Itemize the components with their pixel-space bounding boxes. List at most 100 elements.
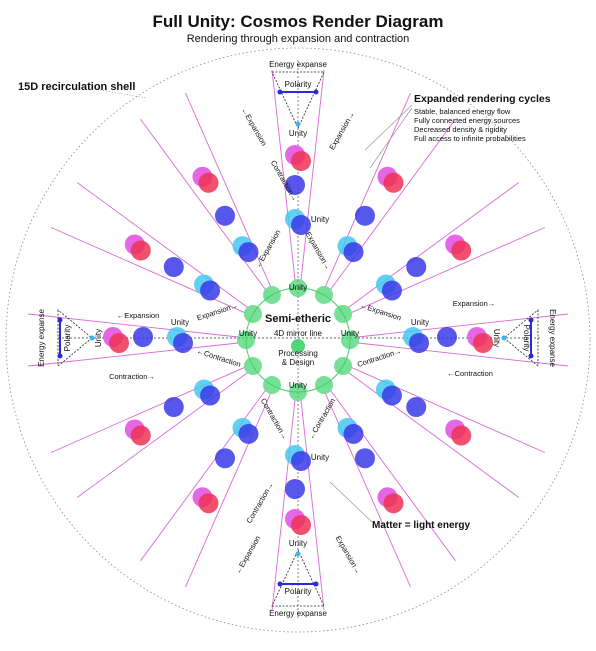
cycles-line-2: Fully connected energy sources <box>414 116 520 125</box>
center-node <box>291 339 305 353</box>
label-expansion: Expansion→ <box>327 110 356 151</box>
polarity-top: Polarity <box>285 80 312 89</box>
energy-node <box>355 205 375 226</box>
ring-unity-right: Unity <box>341 329 359 338</box>
energy-node <box>381 385 402 406</box>
ring-node <box>341 331 359 349</box>
cycles-leader-2 <box>369 107 413 169</box>
polarity-dot <box>528 353 534 359</box>
matter-label: Matter = light energy <box>372 520 471 531</box>
triangle-right: Unity Polarity Energy expanse <box>492 309 557 367</box>
ray-line <box>50 227 245 314</box>
unity-label-right-node: Unity <box>411 318 429 327</box>
ring-node <box>315 376 333 395</box>
energy-node <box>130 240 151 261</box>
ring-unity-bottom: Unity <box>289 381 307 390</box>
energy-node <box>291 515 311 535</box>
label-expansion: ←Expansion <box>359 301 402 323</box>
energy-node <box>198 172 219 193</box>
center-semi-etheric: Semi-etheric <box>265 313 331 325</box>
ring-node <box>243 305 262 323</box>
ray-line <box>351 366 546 453</box>
label-contraction: ←Contraction <box>306 397 337 441</box>
energy-node <box>383 172 404 193</box>
cycles-heading: Expanded rendering cycles <box>414 93 551 105</box>
energy-node <box>133 327 153 347</box>
label-contraction: ←Contraction <box>447 369 493 378</box>
label-expansion: Expansion→ <box>453 299 496 308</box>
ray-line <box>76 182 248 308</box>
label-expansion: ←Expansion <box>233 534 262 575</box>
ray-line <box>357 342 569 367</box>
ray-line <box>27 313 239 338</box>
label-contraction: Contraction→ <box>109 372 155 381</box>
ray-line <box>300 399 325 611</box>
label-expansion: Expansion→ <box>334 534 363 575</box>
unity-right-apex: Unity <box>492 329 501 347</box>
energy-node <box>451 425 472 446</box>
energy-node <box>200 280 221 301</box>
label-contraction: Contraction→ <box>356 346 402 369</box>
ray-line <box>348 372 520 498</box>
unity-left-apex: Unity <box>94 329 103 347</box>
energy-node <box>343 242 364 263</box>
matter-leader <box>329 481 373 523</box>
energy-node <box>215 205 235 226</box>
energy-node <box>130 425 151 446</box>
cycles-line-1: Stable, balanced energy flow <box>414 107 511 116</box>
label-expansion: Expansion→ <box>304 230 333 271</box>
diagram-subtitle: Rendering through expansion and contract… <box>186 33 410 45</box>
energy-node <box>238 423 259 444</box>
cycles-leader-1 <box>364 104 413 151</box>
unity-label-top-node: Unity <box>311 215 329 224</box>
ray-line <box>330 118 456 290</box>
energy-node <box>291 215 311 235</box>
label-contraction: Contraction→ <box>244 481 275 525</box>
polarity-bottom: Polarity <box>285 587 312 596</box>
ray-line <box>27 342 239 367</box>
outer-shell <box>5 47 591 633</box>
unity-label-left-node: Unity <box>171 318 189 327</box>
energy-node <box>355 448 375 469</box>
energy-node <box>163 257 184 277</box>
energy-node <box>473 333 493 353</box>
energy-node <box>383 493 404 514</box>
polarity-dot <box>57 317 63 323</box>
center-design: & Design <box>282 358 314 367</box>
unity-bottom-apex: Unity <box>289 539 307 548</box>
polarity-right: Polarity <box>522 325 531 352</box>
ray-line <box>140 118 266 290</box>
apex-dot <box>89 335 95 341</box>
polarity-dot <box>313 89 319 95</box>
unity-ring <box>237 279 359 401</box>
apex-dot <box>295 121 301 127</box>
polarity-dot <box>57 353 63 359</box>
energy-expanse-top: Energy expanse <box>269 60 327 69</box>
label-expansion: Expansion→ <box>196 301 239 323</box>
energy-node <box>291 451 311 471</box>
energy-node <box>285 175 305 195</box>
label-expansion: ←Expansion <box>117 311 160 320</box>
ray-line <box>50 366 245 453</box>
energy-node <box>238 242 259 263</box>
apex-dot <box>501 335 507 341</box>
ray-line <box>76 372 248 498</box>
center-processing: Processing <box>278 349 318 358</box>
ring-node <box>237 331 255 349</box>
energy-node <box>109 333 129 353</box>
ring-node <box>334 305 353 323</box>
polarity-left: Polarity <box>63 325 72 352</box>
cycles-callout: Expanded rendering cycles Stable, balanc… <box>364 93 551 169</box>
ray-line <box>185 393 272 588</box>
label-contraction: Contraction→ <box>259 397 290 441</box>
ray-line <box>324 92 411 287</box>
label-contraction: ←Contraction <box>196 346 242 369</box>
triangle-right-frame <box>503 309 539 367</box>
ring-node <box>289 383 307 401</box>
diagram-title: Full Unity: Cosmos Render Diagram <box>152 12 444 31</box>
ray-line <box>348 182 520 308</box>
ring-node <box>315 285 333 304</box>
ray-line <box>140 390 266 562</box>
